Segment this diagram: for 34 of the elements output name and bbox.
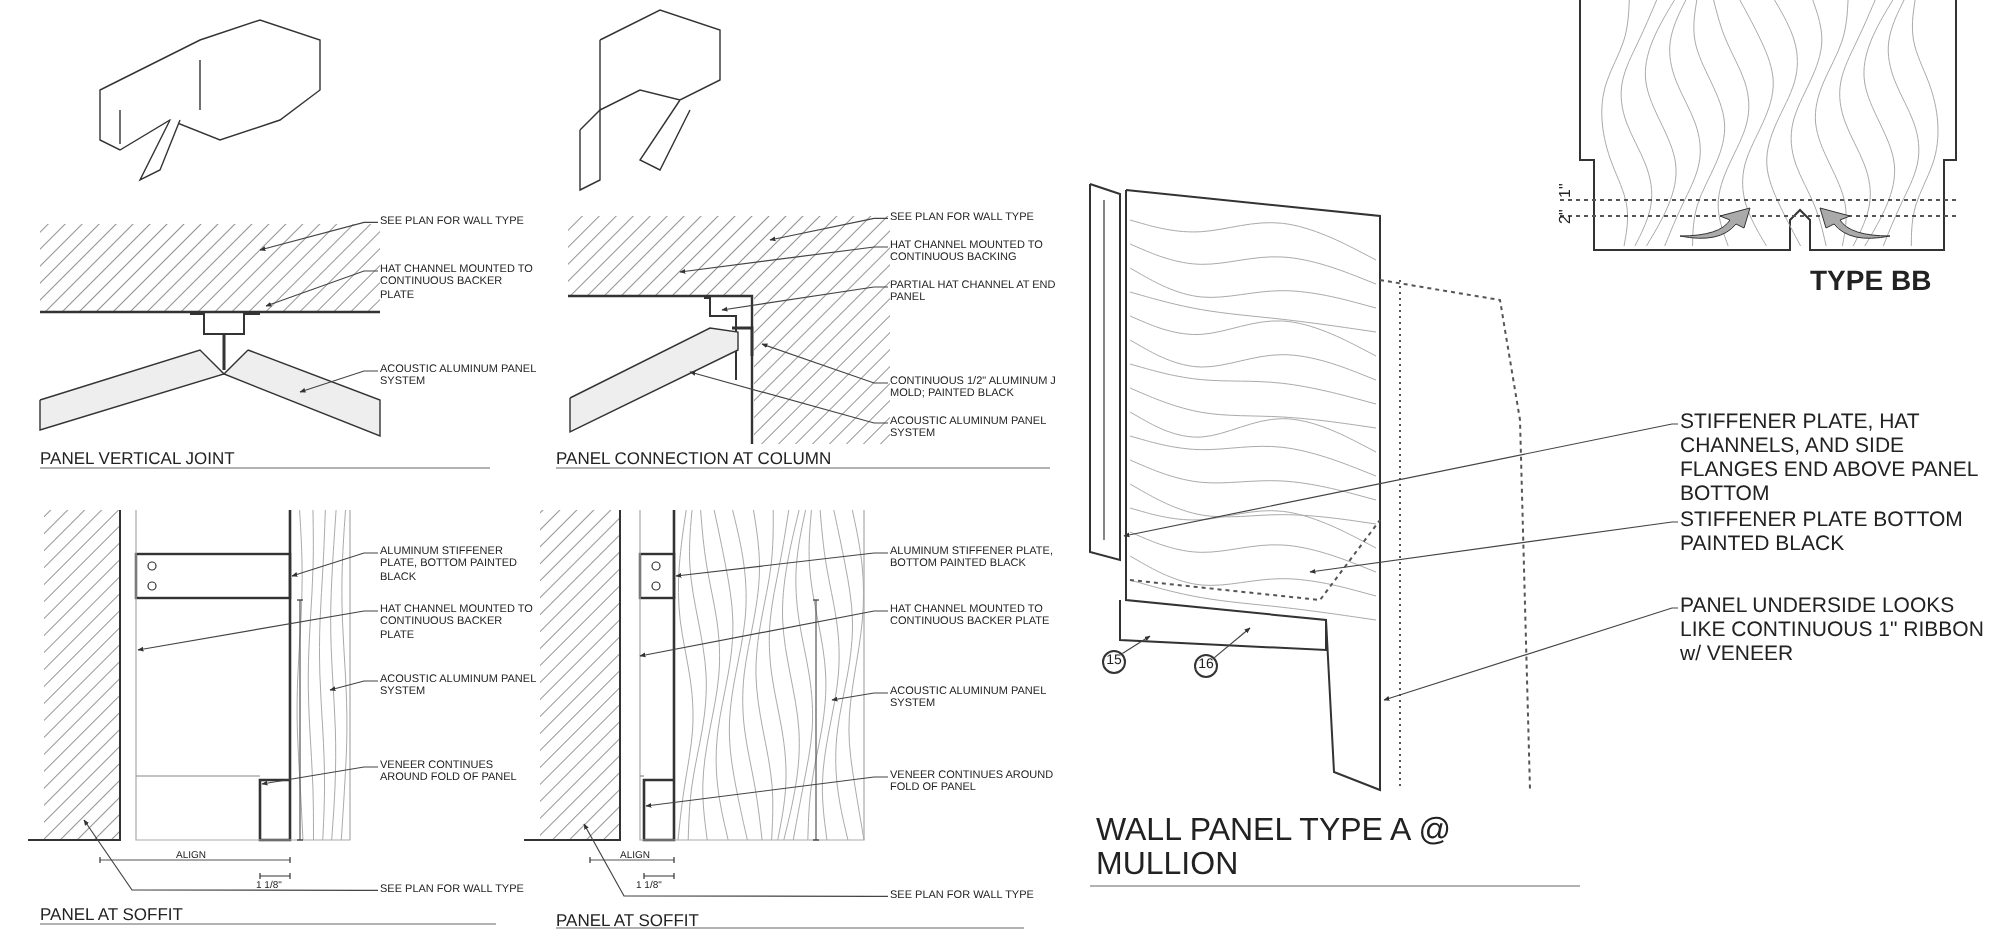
leader-line <box>261 766 379 786</box>
leader-line <box>1309 521 1679 574</box>
drawing-title: PANEL AT SOFFIT <box>556 912 699 929</box>
drawing-title: WALL PANEL TYPE A @ MULLION <box>1096 816 1453 884</box>
callout-text: PANEL UNDERSIDE LOOKS LIKE CONTINUOUS 1" RIBBON w/ VENEER <box>1680 594 1996 667</box>
leader-line <box>1121 635 1151 655</box>
leader-line <box>645 776 889 808</box>
leader-line <box>679 246 889 274</box>
drawing-title: TYPE BB <box>1810 266 1932 294</box>
leader-line <box>761 343 889 384</box>
drawing-title: PANEL VERTICAL JOINT <box>40 450 235 467</box>
leader-line <box>639 610 889 658</box>
leader-line <box>769 217 889 242</box>
drawing-title: PANEL CONNECTION AT COLUMN <box>556 450 832 467</box>
leader-line <box>583 823 889 897</box>
leader-line <box>265 270 379 307</box>
drawing-title: PANEL AT SOFFIT <box>40 906 183 923</box>
leader-line <box>259 221 379 251</box>
leader-line <box>689 371 889 424</box>
leader-line <box>1383 607 1679 701</box>
leader-line <box>1123 423 1679 538</box>
leader-line <box>675 552 889 578</box>
dimension-text: 1" <box>1558 183 1574 198</box>
leader-line <box>137 610 379 652</box>
leader-line <box>83 819 379 891</box>
leader-line <box>329 680 379 691</box>
leader-line <box>1213 627 1251 659</box>
leader-line <box>291 552 379 577</box>
callout-text: STIFFENER PLATE, HAT CHANNELS, AND SIDE FLANGES END ABOVE PANEL BOTTOM <box>1680 410 1996 507</box>
callout-text: STIFFENER PLATE BOTTOM PAINTED BLACK <box>1680 508 1996 557</box>
leader-line <box>721 286 889 312</box>
leader-line <box>299 370 379 393</box>
dimension-text: 2" <box>1558 209 1574 224</box>
leader-line <box>831 692 889 702</box>
